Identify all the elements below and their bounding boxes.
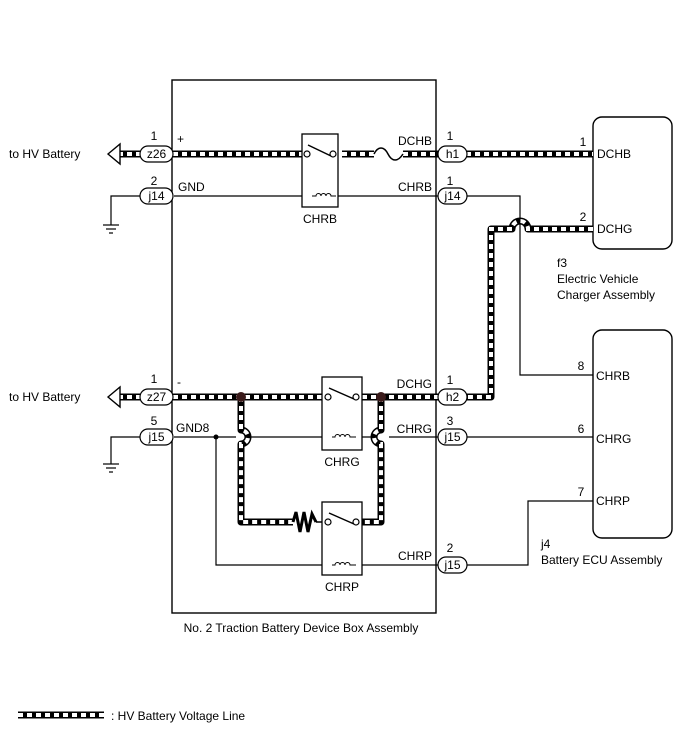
ecu-code: j4 (540, 537, 551, 551)
svg-text:j15: j15 (147, 430, 164, 444)
hv-battery-label-bottom: to HV Battery (9, 390, 80, 404)
connector-j15-chrp: j15 (437, 556, 468, 574)
hv-lines (118, 150, 593, 526)
signal-dchg: DCHG (397, 377, 432, 391)
relay-chrp (321, 501, 363, 576)
signal-chrb: CHRB (398, 180, 432, 194)
signal-gnd: GND (178, 180, 205, 194)
signal-gnd8: GND8 (176, 421, 210, 435)
pin-number: 1 (151, 372, 158, 386)
splice-dot (236, 392, 246, 402)
charger-code: f3 (557, 256, 567, 270)
ground-symbol-bottom (103, 463, 119, 473)
pin-number: 1 (447, 373, 454, 387)
charger-box (592, 116, 673, 250)
legend: : HV Battery Voltage Line (18, 709, 245, 723)
resistor (291, 509, 318, 533)
signal-dchb: DCHB (398, 134, 432, 148)
charger-name-line2: Charger Assembly (557, 288, 655, 302)
svg-text:j14: j14 (147, 189, 164, 203)
pin-number: 1 (447, 174, 454, 188)
relay-chrb (301, 133, 339, 208)
junction-dot (213, 434, 219, 440)
svg-text:h1: h1 (446, 147, 460, 161)
connector-h2: h2 (437, 388, 468, 406)
relay-label-chrg: CHRG (324, 455, 359, 469)
signal-minus: - (177, 375, 181, 389)
svg-text:z27: z27 (147, 390, 167, 404)
connector-j15-left: j15 (139, 428, 174, 446)
svg-text:j14: j14 (443, 189, 460, 203)
svg-text:j15: j15 (443, 430, 460, 444)
relay-label-chrp: CHRP (325, 580, 359, 594)
hv-battery-label-top: to HV Battery (9, 147, 80, 161)
svg-text:j15: j15 (443, 558, 460, 572)
pin-number: 2 (151, 174, 158, 188)
pin-number: 5 (151, 414, 158, 428)
connector-j14-right: j14 (437, 187, 468, 205)
charger-name-line1: Electric Vehicle (557, 272, 639, 286)
pin-number: 6 (578, 422, 585, 436)
signal-chrg: CHRG (397, 422, 432, 436)
pin-number: 1 (447, 129, 454, 143)
charger-signal-dchb: DCHB (597, 147, 631, 161)
charger-signal-dchg: DCHG (597, 222, 632, 236)
arrow-to-hv-battery-top (106, 142, 121, 166)
arrow-to-hv-battery-bottom (106, 385, 121, 409)
relay-chrg (321, 376, 363, 451)
relay-label-chrb: CHRB (303, 212, 337, 226)
ecu-signal-chrg: CHRG (596, 432, 631, 446)
pin-number: 2 (447, 541, 454, 555)
svg-text:h2: h2 (446, 390, 460, 404)
splice-dot (376, 392, 386, 402)
connector-z26: z26 (139, 145, 174, 163)
connector-z27: z27 (139, 388, 174, 406)
device-box (171, 79, 437, 614)
pin-number: 7 (578, 485, 585, 499)
connector-j15-chrg: j15 (437, 428, 468, 446)
ecu-signal-chrp: CHRP (596, 494, 630, 508)
ecu-name: Battery ECU Assembly (541, 553, 662, 567)
connector-h1: h1 (437, 145, 468, 163)
pin-number: 2 (580, 210, 587, 224)
ground-symbol-top (103, 224, 119, 234)
signal-chrp: CHRP (398, 549, 432, 563)
pin-number: 1 (151, 129, 158, 143)
ecu-box (592, 329, 673, 539)
signal-plus: + (177, 132, 184, 146)
pin-number: 1 (580, 135, 587, 149)
svg-text:z26: z26 (147, 147, 167, 161)
signal-wires (110, 195, 593, 566)
legend-text: : HV Battery Voltage Line (111, 709, 245, 723)
connector-j14-left: j14 (139, 187, 174, 205)
pin-number: 3 (447, 414, 454, 428)
ecu-signal-chrb: CHRB (596, 369, 630, 383)
pin-number: 8 (578, 359, 585, 373)
device-box-name: No. 2 Traction Battery Device Box Assemb… (184, 621, 419, 635)
fuse-symbol (373, 147, 404, 161)
